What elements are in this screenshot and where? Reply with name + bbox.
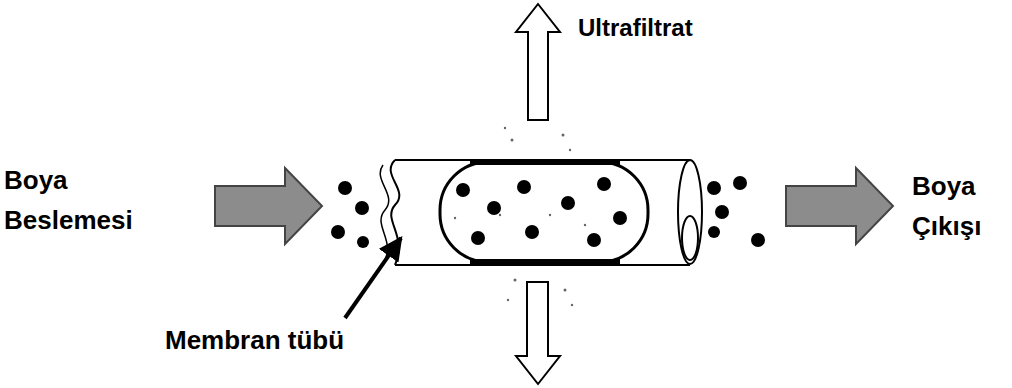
- permeate-arrow-down: [516, 282, 560, 384]
- membrane-tube: [380, 160, 702, 265]
- feed-label: Boya Beslemesi: [4, 160, 184, 240]
- outlet-label: Boya Çıkışı: [912, 166, 1004, 246]
- leader-line: [345, 238, 401, 318]
- fine-particles: [454, 127, 586, 306]
- tube-label: Membran tübü: [165, 320, 344, 360]
- ultrafiltrate-label: Ultrafiltrat: [578, 8, 693, 48]
- outlet-arrow: [786, 168, 893, 244]
- feed-arrow: [215, 168, 322, 244]
- permeate-arrow-up: [516, 4, 560, 120]
- dye-particles: [331, 176, 765, 248]
